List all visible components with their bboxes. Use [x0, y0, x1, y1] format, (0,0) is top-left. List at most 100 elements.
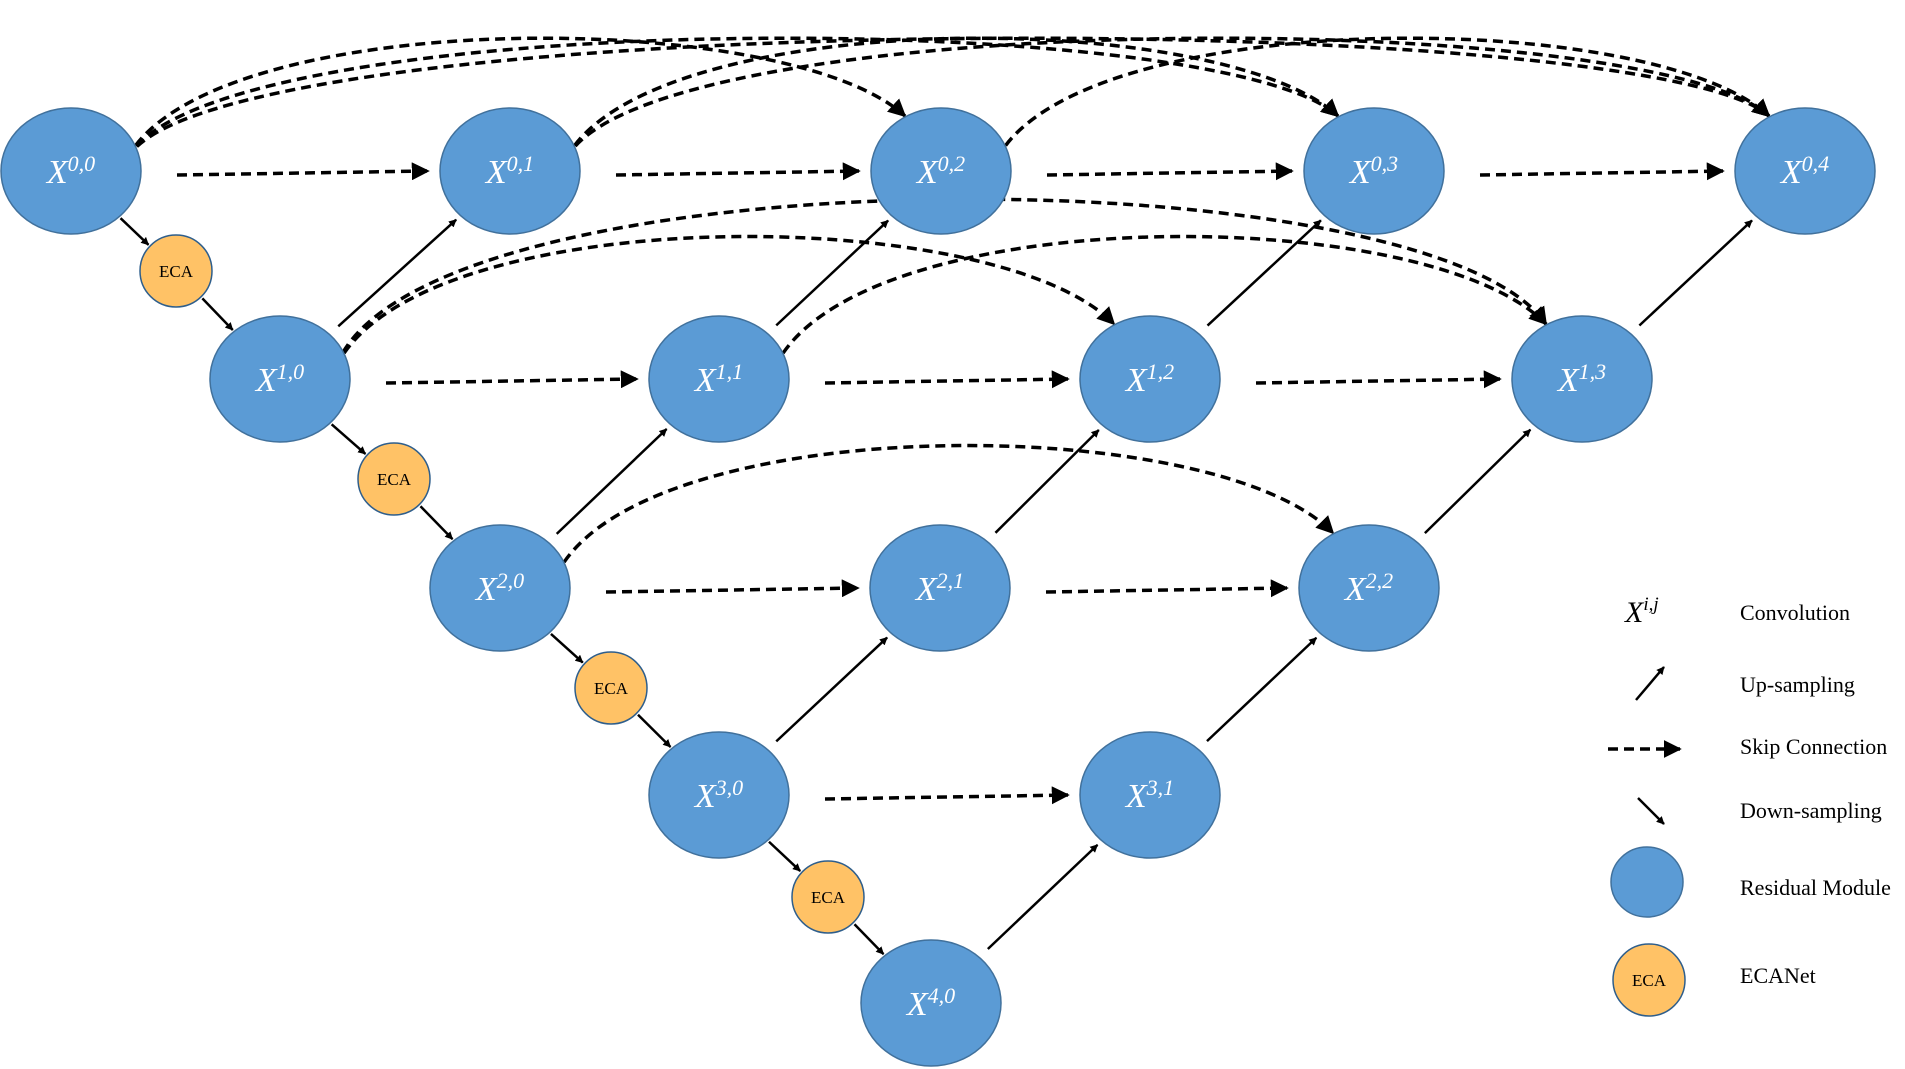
up-sampling-arrow-x31-x22	[1206, 636, 1318, 743]
residual-module-shape	[1298, 524, 1440, 652]
node-label-superscript: 0,3	[1371, 151, 1399, 176]
node-label-base: X	[1124, 778, 1148, 815]
residual-module-shape	[860, 939, 1002, 1067]
eca-label: ECA	[811, 888, 846, 907]
legend-skip-connection-label: Skip Connection	[1740, 734, 1887, 759]
skip-connection-x01-x02	[615, 162, 861, 181]
node-label-x22: X2,2	[1343, 568, 1393, 608]
legend-residual-module-label: Residual Module	[1740, 875, 1891, 900]
node-label-base: X	[254, 362, 278, 399]
node-label-x10: X1,0	[254, 359, 304, 399]
eca-node-eca1: ECA	[139, 234, 213, 308]
up-sampling-arrow-x22-x13	[1424, 428, 1532, 535]
node-label-base: X	[905, 986, 929, 1023]
node-label-x03: X0,3	[1348, 151, 1398, 191]
node-label-x30: X3,0	[693, 775, 743, 815]
skip-connection-x12-x13	[1255, 370, 1502, 389]
residual-node-x22: X2,2	[1298, 524, 1440, 652]
node-label-base: X	[693, 362, 717, 399]
down-sampling-arrow-x30-eca4	[768, 840, 802, 872]
eca-node-eca2: ECA	[357, 442, 431, 516]
up-sampling-arrow-x20-x11	[555, 428, 668, 535]
node-label-x40: X4,0	[905, 983, 955, 1023]
legend-ecanet-symbol	[1612, 943, 1686, 1017]
up-sampling-arrow-x10-x01	[337, 218, 458, 328]
node-label-superscript: 2,1	[937, 568, 965, 593]
node-label-x04: X0,4	[1779, 151, 1829, 191]
down-sampling-arrow-x10-eca2	[330, 423, 367, 455]
down-sampling-arrow-eca3-x30	[637, 713, 672, 748]
residual-module-shape	[870, 107, 1012, 235]
residual-module-shape	[1734, 107, 1876, 235]
skip-connection-x10-x12	[334, 234, 1116, 368]
skip-connection-x10-x13	[334, 197, 1548, 368]
down-sampling-arrow-eca4-x40	[853, 923, 885, 956]
eca-node-eca4: ECA	[791, 860, 865, 934]
legend-residual-module-symbol	[1610, 846, 1684, 918]
skip-connection-x20-x21	[605, 579, 860, 598]
residual-module-shape	[1079, 731, 1221, 859]
legend-ecanet-symbol-label: ECA	[1632, 971, 1667, 990]
node-label-base: X	[474, 571, 498, 608]
node-label-x13: X1,3	[1556, 359, 1606, 399]
node-label-base: X	[1556, 362, 1580, 399]
residual-module-shape	[1079, 315, 1221, 443]
up-sampling-arrow-x21-x12	[994, 429, 1100, 534]
node-label-superscript: 0,2	[938, 151, 966, 176]
residual-node-x12: X1,2	[1079, 315, 1221, 443]
node-label-base: X	[1343, 571, 1367, 608]
node-label-base: X	[1348, 154, 1372, 191]
node-label-x01: X0,1	[484, 151, 534, 191]
residual-module-shape	[429, 524, 571, 652]
residual-node-x20: X2,0	[429, 524, 571, 652]
node-label-base: X	[914, 571, 938, 608]
residual-node-x00: X0,0	[0, 107, 142, 235]
skip-connection-x03-x04	[1479, 162, 1725, 181]
residual-module-shape	[648, 731, 790, 859]
node-label-superscript: 1,3	[1579, 359, 1607, 384]
down-sampling-arrow-x00-eca1	[119, 217, 150, 246]
node-label-superscript: 2,0	[497, 568, 525, 593]
eca-node-eca3: ECA	[574, 651, 648, 725]
residual-node-x03: X0,3	[1303, 107, 1445, 235]
node-label-superscript: 0,1	[507, 151, 535, 176]
node-label-x00: X0,0	[45, 151, 95, 191]
up-sampling-arrow-x11-x02	[775, 219, 889, 327]
up-sampling-arrow-x12-x03	[1206, 219, 1322, 327]
up-sampling-arrow-x30-x21	[775, 636, 888, 743]
legend-ecanet-label: ECANet	[1740, 963, 1816, 988]
node-label-base: X	[1124, 362, 1148, 399]
node-label-superscript: 1,0	[277, 359, 305, 384]
residual-node-x01: X0,1	[439, 107, 581, 235]
residual-module-shape	[0, 107, 142, 235]
skip-connection-x00-x02	[125, 36, 907, 160]
residual-node-x30: X3,0	[648, 731, 790, 859]
residual-module-shape	[1511, 315, 1653, 443]
residual-node-x11: X1,1	[648, 315, 790, 443]
residual-node-x13: X1,3	[1511, 315, 1653, 443]
skip-connection-x11-x13	[773, 234, 1548, 368]
eca-shape	[574, 651, 648, 725]
eca-shape	[357, 442, 431, 516]
node-label-x31: X3,1	[1124, 775, 1174, 815]
legend-down-sampling-label: Down-sampling	[1740, 798, 1882, 823]
residual-node-x04: X0,4	[1734, 107, 1876, 235]
skip-connection-x21-x22	[1045, 579, 1289, 598]
residual-node-x02: X0,2	[870, 107, 1012, 235]
node-label-base: X	[693, 778, 717, 815]
down-sampling-arrow-eca2-x20	[419, 505, 454, 541]
residual-node-x31: X3,1	[1079, 731, 1221, 859]
node-label-x11: X1,1	[693, 359, 743, 399]
legend-convolution-label: Convolution	[1740, 600, 1850, 625]
legend-convolution-symbol: Xi,j	[1624, 594, 1659, 629]
eca-shape	[139, 234, 213, 308]
edges-layer	[119, 36, 1771, 956]
skip-connection-x01-x03	[564, 36, 1340, 160]
skip-connection-x30-x31	[824, 786, 1070, 805]
legend-down-sampling-arrow	[1637, 797, 1665, 825]
skip-connection-x10-x11	[385, 370, 639, 389]
residual-node-x40: X4,0	[860, 939, 1002, 1067]
legend-up-sampling-label: Up-sampling	[1740, 672, 1855, 697]
node-label-superscript: 4,0	[928, 983, 956, 1008]
node-label-superscript: 3,0	[715, 775, 744, 800]
